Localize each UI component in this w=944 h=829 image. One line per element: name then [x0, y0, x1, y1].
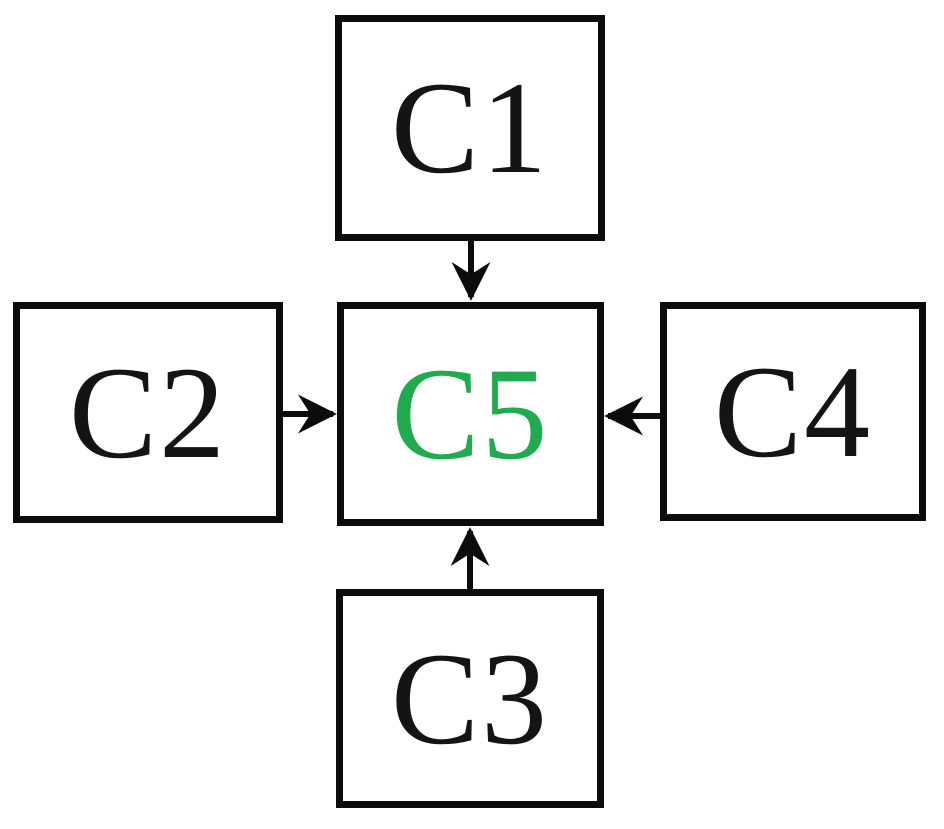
node-c3-label: C3: [390, 624, 550, 772]
node-c2-label: C2: [68, 338, 228, 486]
node-c5-label: C5: [391, 340, 550, 487]
node-c4: C4: [660, 302, 926, 521]
node-c4-label: C4: [713, 337, 873, 485]
node-c5-center: C5: [337, 302, 604, 526]
node-c3: C3: [336, 589, 604, 808]
node-c2: C2: [13, 302, 283, 523]
node-c1: C1: [335, 15, 605, 241]
node-c1-label: C1: [390, 54, 550, 201]
